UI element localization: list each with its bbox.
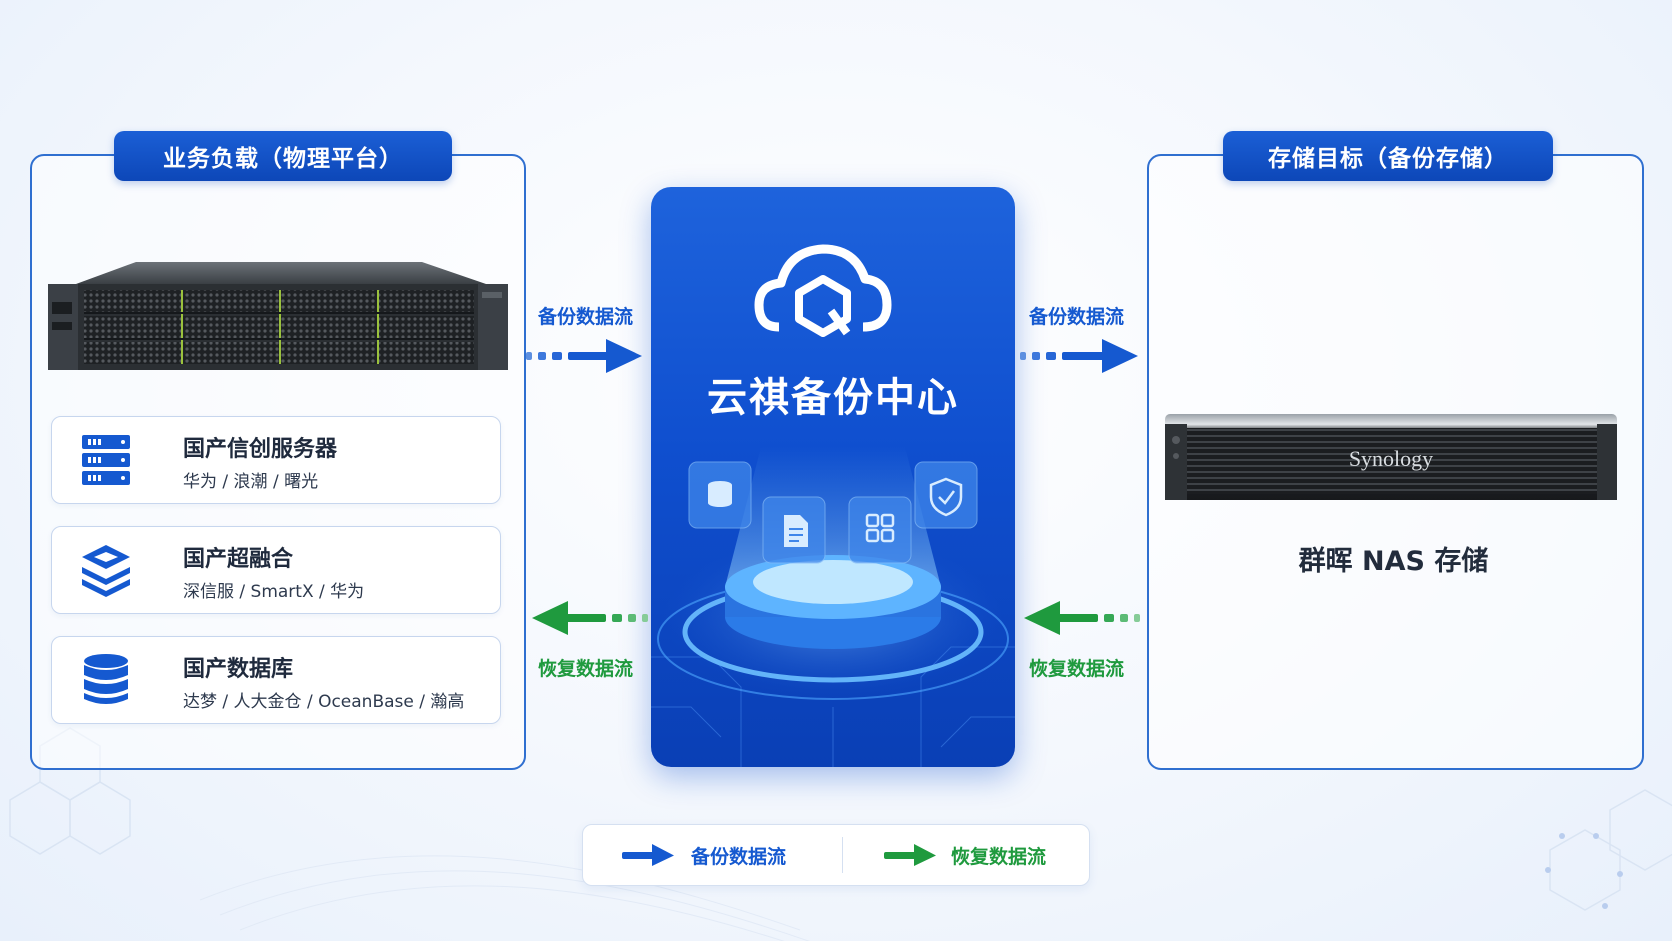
item-title: 国产信创服务器: [183, 437, 338, 462]
restore-arrow-left: [532, 601, 648, 635]
list-item-database: 国产数据库 达梦 / 人大金仓 / OceanBase / 瀚高: [51, 636, 501, 724]
storage-panel-title: 存储目标（备份存储）: [1223, 131, 1553, 181]
nas-brand-logo: Synology: [1349, 446, 1433, 471]
legend-restore-label: 恢复数据流: [951, 846, 1047, 868]
restore-flow-label-right: 恢复数据流: [1029, 658, 1125, 680]
restore-flow-label-left: 恢复数据流: [538, 658, 634, 680]
layers-icon: [82, 545, 130, 597]
list-item-hci: 国产超融合 深信服 / SmartX / 华为: [51, 526, 501, 614]
center-title: 云祺备份中心: [707, 375, 959, 421]
list-item-server: 国产信创服务器 华为 / 浪潮 / 曙光: [51, 416, 501, 504]
document-icon: [784, 515, 808, 547]
legend-divider: [842, 837, 843, 873]
legend-backup-label: 备份数据流: [691, 846, 787, 868]
backup-flow-label-right: 备份数据流: [1029, 306, 1125, 328]
item-subtitle: 深信服 / SmartX / 华为: [183, 582, 365, 602]
server-rack-icon: [82, 435, 130, 485]
backup-arrow-left: [526, 339, 642, 373]
restore-arrow-right: [1024, 601, 1140, 635]
backup-flow-label-left: 备份数据流: [538, 306, 634, 328]
legend: 备份数据流 恢复数据流: [582, 824, 1090, 886]
nas-device-label: 群晖 NAS 存储: [1298, 546, 1489, 577]
workload-panel-title: 业务负载（物理平台）: [114, 131, 452, 181]
database-icon: [84, 654, 128, 704]
backup-legend-arrow-icon: [622, 844, 674, 866]
item-title: 国产数据库: [183, 657, 294, 682]
center-illustration: [651, 244, 1015, 767]
restore-legend-arrow-icon: [884, 844, 936, 866]
database-icon: [708, 481, 732, 507]
shield-check-icon: [929, 477, 963, 517]
backup-arrow-right: [1020, 339, 1138, 373]
cloud-q-logo-icon: [754, 244, 892, 337]
item-title: 国产超融合: [183, 547, 294, 572]
rack-server-image: [48, 262, 508, 370]
grid-apps-icon: [865, 513, 895, 543]
item-subtitle: 达梦 / 人大金仓 / OceanBase / 瀚高: [183, 692, 465, 712]
nas-device-image: Synology: [1165, 414, 1617, 500]
item-subtitle: 华为 / 浪潮 / 曙光: [183, 472, 319, 492]
backup-center-card: 云祺备份中心: [651, 187, 1015, 767]
